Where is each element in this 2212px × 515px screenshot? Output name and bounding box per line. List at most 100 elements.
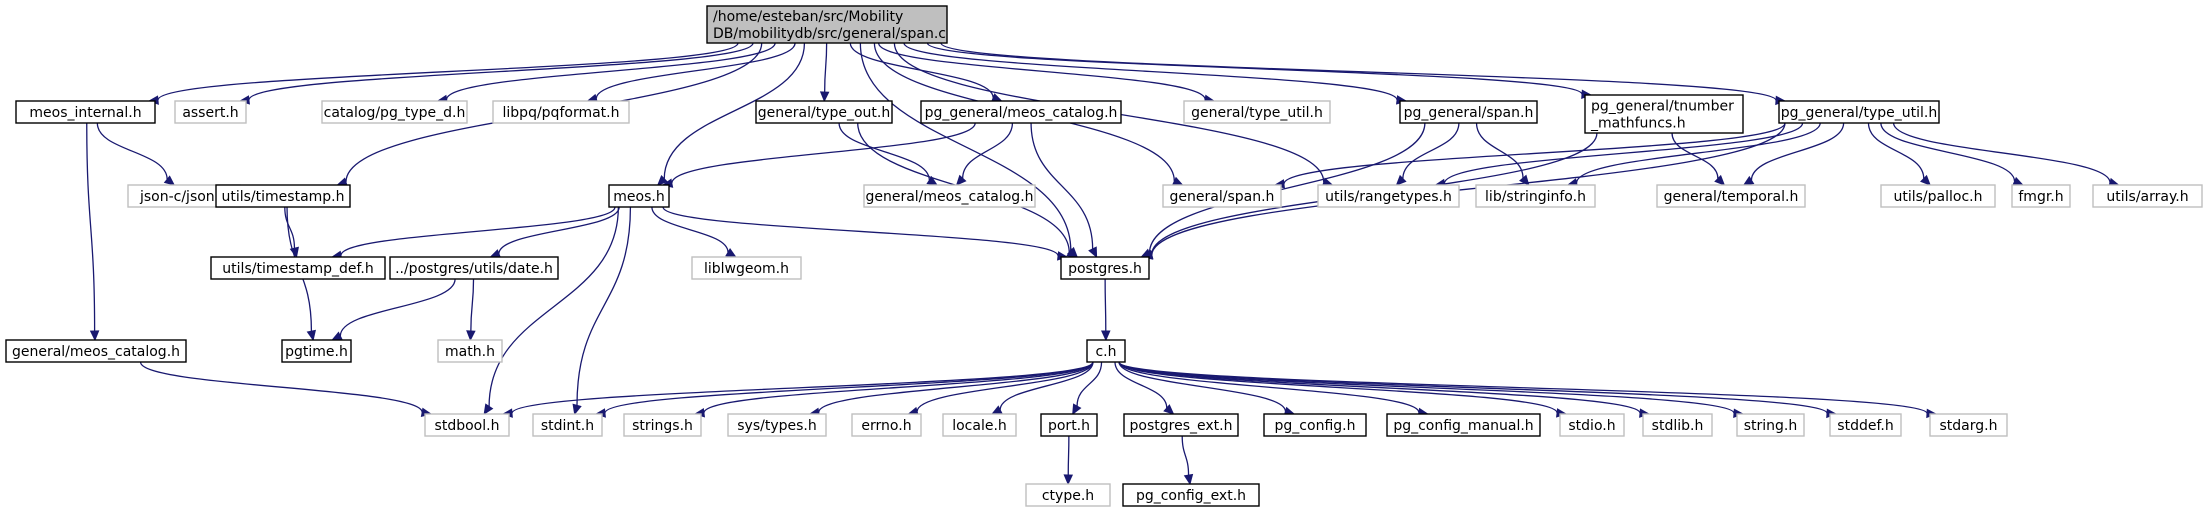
- edge-line: [1104, 278, 1107, 332]
- edge-line: [1030, 122, 1094, 249]
- node-box: [532, 413, 603, 437]
- node-pg-meos-catalog[interactable]: pg_general/meos_catalog.h: [920, 100, 1122, 124]
- node-pg-config[interactable]: pg_config.h: [1263, 413, 1367, 437]
- nodes-layer: /home/esteban/src/MobilityDB/mobilitydb/…: [5, 5, 2203, 507]
- edge-pg-type-util-to-palloc: [1867, 122, 1931, 186]
- edge-line: [595, 42, 796, 99]
- node-pg-span[interactable]: pg_general/span.h: [1399, 100, 1538, 124]
- node-date[interactable]: ../postgres/utils/date.h: [389, 256, 559, 280]
- edge-tnumber-to-temporal: [1671, 132, 1726, 186]
- edge-arrowhead: [483, 403, 494, 416]
- edge-line: [1114, 361, 1168, 409]
- node-box: [437, 339, 503, 363]
- edge-arrowhead: [1183, 473, 1194, 486]
- edge-meos-internal-to-gen-meos-catalog-left: [86, 122, 100, 342]
- node-label: strings.h: [632, 418, 693, 434]
- edge-arrowhead: [1163, 404, 1175, 415]
- edge-line: [663, 42, 806, 179]
- node-label: stdarg.h: [1940, 418, 1998, 434]
- node-c[interactable]: c.h: [1086, 339, 1126, 363]
- edge-line: [139, 361, 423, 413]
- edge-line: [1181, 435, 1190, 476]
- node-label: liblwgeom.h: [704, 261, 789, 277]
- node-timestamp[interactable]: utils/timestamp.h: [215, 184, 351, 208]
- edge-line: [488, 206, 620, 407]
- node-stddef: stddef.h: [1829, 413, 1902, 437]
- node-gen-type-util: general/type_util.h: [1183, 100, 1331, 124]
- edge-line: [284, 206, 296, 249]
- node-type-out[interactable]: general/type_out.h: [755, 100, 893, 124]
- node-box: [755, 100, 893, 124]
- node-label: pg_general/tnumber: [1591, 99, 1734, 115]
- node-label: meos_internal.h: [29, 105, 141, 121]
- edge-line: [470, 278, 475, 332]
- node-meos-internal[interactable]: meos_internal.h: [15, 100, 156, 124]
- node-stdint: stdint.h: [532, 413, 603, 437]
- edge-line: [1118, 361, 1287, 412]
- edge-line: [1283, 122, 1786, 185]
- node-label: port.h: [1048, 418, 1090, 434]
- node-box: [1086, 339, 1126, 363]
- node-label: errno.h: [861, 418, 911, 434]
- node-box: [863, 184, 1036, 208]
- edge-arrowhead: [1063, 474, 1074, 486]
- node-box: [1656, 184, 1806, 208]
- node-port[interactable]: port.h: [1040, 413, 1098, 437]
- node-label: pg_general/type_util.h: [1781, 105, 1937, 121]
- edge-line: [859, 42, 1072, 251]
- edge-arrowhead: [926, 175, 938, 186]
- node-tnumber[interactable]: pg_general/tnumber_mathfuncs.h: [1584, 94, 1744, 134]
- edge-line: [1880, 122, 2016, 182]
- node-pqformat: libpq/pqformat.h: [492, 100, 630, 124]
- node-box: [15, 100, 156, 124]
- node-postgres[interactable]: postgres.h: [1060, 256, 1150, 280]
- node-label: fmgr.h: [2018, 189, 2063, 205]
- edge-meos-to-liblwgeom: [651, 206, 737, 258]
- node-label: general/type_out.h: [758, 105, 890, 121]
- node-postgres-ext[interactable]: postgres_ext.h: [1123, 413, 1239, 437]
- node-label: string.h: [1744, 418, 1798, 434]
- node-label: postgres.h: [1068, 261, 1142, 277]
- node-box: [210, 256, 386, 280]
- edge-root-to-meos: [656, 42, 806, 186]
- edge-line: [926, 42, 1583, 95]
- node-box: [1399, 100, 1538, 124]
- node-label: pg_general/span.h: [1404, 105, 1534, 121]
- node-gen-meos-catalog-left[interactable]: general/meos_catalog.h: [5, 339, 187, 363]
- node-box: [1263, 413, 1367, 437]
- node-label: catalog/pg_type_d.h: [324, 105, 466, 121]
- node-timestamp-def[interactable]: utils/timestamp_def.h: [210, 256, 386, 280]
- node-pg-type-d: catalog/pg_type_d.h: [321, 100, 468, 124]
- node-label: utils/timestamp.h: [222, 189, 345, 205]
- node-box: [1929, 413, 2008, 437]
- node-string: string.h: [1736, 413, 1805, 437]
- edge-meos-to-date: [489, 206, 620, 259]
- edge-line: [1118, 361, 1928, 415]
- edge-root-to-postgres: [859, 42, 1079, 258]
- node-pgtime[interactable]: pgtime.h: [281, 339, 352, 363]
- edge-arrowhead: [306, 329, 316, 342]
- edge-line: [86, 122, 96, 332]
- edge-line: [662, 206, 1059, 257]
- edge-root-to-pg-type-d: [436, 42, 776, 105]
- node-pg-type-util[interactable]: pg_general/type_util.h: [1778, 100, 1940, 124]
- node-label: general/meos_catalog.h: [12, 344, 180, 360]
- edge-pg-meos-catalog-to-meos: [661, 122, 976, 188]
- node-box: [492, 100, 630, 124]
- edge-c-to-systypes: [808, 361, 1094, 417]
- edge-line: [824, 42, 828, 93]
- node-label: math.h: [445, 344, 495, 360]
- edge-pg-type-util-to-temporal: [1742, 122, 1845, 186]
- node-palloc: utils/palloc.h: [1880, 184, 1996, 208]
- edge-line: [1750, 122, 1845, 181]
- edge-line: [818, 361, 1094, 413]
- node-pg-config-manual[interactable]: pg_config_manual.h: [1386, 413, 1541, 437]
- node-pg-config-ext[interactable]: pg_config_ext.h: [1122, 483, 1260, 507]
- node-label: locale.h: [952, 418, 1007, 434]
- node-box: [1025, 483, 1111, 507]
- node-meos[interactable]: meos.h: [608, 184, 670, 208]
- node-label: sys/types.h: [737, 418, 816, 434]
- edge-meos-to-timestamp-def: [330, 206, 616, 261]
- node-label: utils/rangetypes.h: [1325, 189, 1452, 205]
- edge-c-to-port: [1072, 361, 1103, 416]
